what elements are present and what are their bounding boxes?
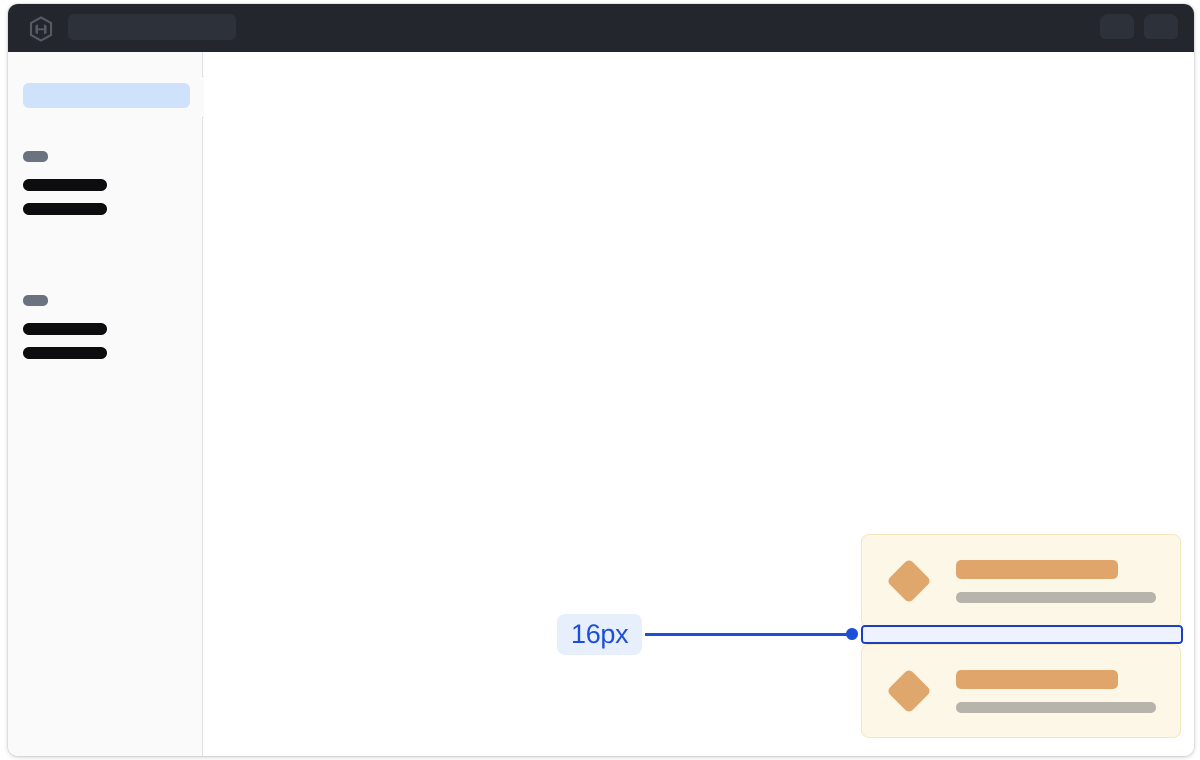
app-window: 16px — [8, 4, 1194, 756]
card-subtitle-placeholder — [956, 591, 1156, 603]
card-title-placeholder — [956, 669, 1118, 689]
sidebar-item-g1-1[interactable] — [23, 179, 107, 191]
diamond-icon — [886, 668, 932, 714]
spacing-value-badge: 16px — [557, 614, 643, 655]
sidebar-group-2 — [23, 295, 107, 359]
sidebar-item-g1-2[interactable] — [23, 203, 107, 215]
topbar-chip-2[interactable] — [1144, 14, 1178, 39]
sidebar-group-1 — [23, 151, 107, 215]
card-subtitle-placeholder — [956, 701, 1156, 713]
body-area: 16px — [8, 52, 1194, 756]
spacing-anchor-dot — [846, 628, 858, 640]
diamond-icon — [886, 558, 932, 604]
topbar-actions — [1100, 14, 1178, 39]
sidebar-item-g2-2[interactable] — [23, 347, 107, 359]
global-search-input[interactable] — [68, 14, 236, 40]
sidebar-group-label — [23, 151, 48, 162]
sidebar — [8, 52, 203, 756]
card-item[interactable] — [861, 534, 1181, 628]
canvas-area: 16px — [204, 52, 1194, 756]
sidebar-item-active[interactable] — [23, 83, 190, 108]
card-text-block — [956, 559, 1156, 603]
sidebar-item-g2-1[interactable] — [23, 323, 107, 335]
card-title-placeholder — [956, 559, 1118, 579]
spacing-leader-line — [645, 633, 853, 636]
hashicorp-hexagon-logo[interactable] — [28, 16, 54, 42]
card-stack — [861, 534, 1181, 738]
spacing-measure-strip[interactable] — [861, 625, 1183, 644]
topbar-chip-1[interactable] — [1100, 14, 1134, 39]
sidebar-group-label — [23, 295, 48, 306]
card-item[interactable] — [861, 644, 1181, 738]
top-navigation-bar — [8, 4, 1194, 52]
card-text-block — [956, 669, 1156, 713]
